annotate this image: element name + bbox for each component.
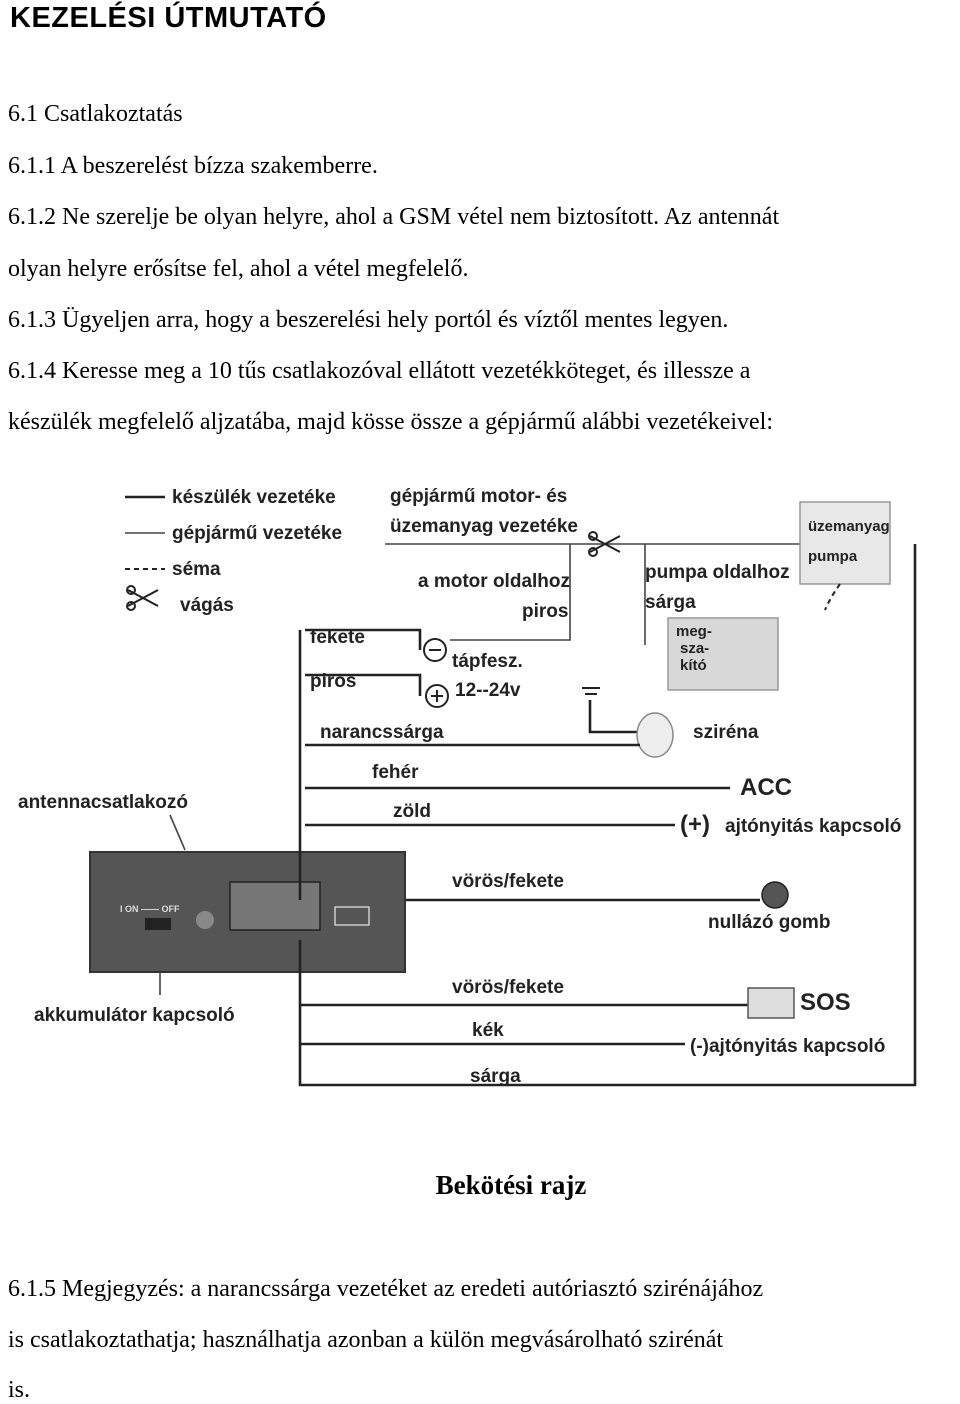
device-slot [334,906,370,926]
label-sos: SOS [800,989,851,1016]
label-red-black-1: vörös/fekete [452,871,564,892]
label-door-plus: ajtónyitás kapcsoló [725,816,901,837]
minus-icon [423,638,447,662]
device-connector [229,881,321,931]
label-plus: (+) [680,811,710,838]
diagram-caption: Bekötési rajz [435,1170,587,1200]
motor-red-wire [450,544,571,641]
red-wire [305,673,422,696]
paragraph-6-1-4-line1: 6.1.4 Keresse meg a 10 tűs csatlakozóval… [8,358,751,384]
label-supply-2: 12--24v [455,680,521,701]
paragraph-6-1-2-line2: olyan helyre erősítse fel, ahol a vétel … [8,256,469,282]
fuel-pump-dash [824,583,841,611]
scissors-icon [588,531,621,557]
siren-ground-wire [588,700,650,734]
label-pump-side: pumpa oldalhoz [645,562,790,583]
label-black: fekete [310,627,365,648]
note-line3: is. [8,1377,31,1403]
label-supply-1: tápfesz. [452,651,523,672]
paragraph-6-1-4-line2: készülék megfelelő aljzatába, majd kösse… [8,409,773,435]
label-acc: ACC [740,774,792,801]
paragraph-6-1-3: 6.1.3 Ügyeljen arra, hogy a beszerelési … [8,307,729,333]
legend-schema: séma [172,559,221,580]
battery-switch [145,918,171,930]
wiring-diagram: készülék vezetéke gépjármű vezetéke séma… [18,486,917,1087]
label-fuel-pump-1: üzemanyag [808,518,890,535]
page-title: KEZELÉSI ÚTMUTATÓ [10,2,327,34]
label-yellow: sárga [470,1066,521,1087]
fuel-pump-box [799,501,891,585]
reset-button-icon [761,881,789,909]
black-wire [305,628,422,650]
yellow-wire [465,544,917,1087]
plus-icon [425,684,449,708]
note-line2: is csatlakoztathatja; használhatja azonb… [8,1327,724,1353]
legend-device-wire: készülék vezetéke [172,487,336,508]
label-breaker-2: sza- [680,640,709,657]
label-fuel-pump-2: pumpa [808,548,858,565]
label-yellow-top: sárga [645,592,696,613]
label-red-black-2: vörös/fekete [452,977,564,998]
paragraph-6-1-2-line1: 6.1.2 Ne szerelje be olyan helyre, ahol … [8,204,780,230]
label-orange: narancssárga [320,722,444,743]
siren-icon [636,712,674,758]
label-blue: kék [472,1020,504,1041]
label-engine-fuel-2: üzemanyag vezetéke [390,516,578,537]
antenna-port-icon [196,911,214,929]
label-reset: nullázó gomb [708,912,830,933]
label-antenna: antennacsatlakozó [18,792,188,813]
label-on-off: I ON —— OFF [120,904,180,914]
sos-button-icon [747,987,795,1019]
device-wire-bus-lower [298,940,465,1087]
label-white: fehér [372,762,419,783]
note-line1: 6.1.5 Megjegyzés: a narancssárga vezeték… [8,1276,764,1302]
device-box [89,851,406,973]
legend-cut: vágás [180,595,234,616]
legend: készülék vezetéke gépjármű vezetéke séma… [125,487,342,616]
label-motor-side: a motor oldalhoz [418,571,570,592]
section-heading: 6.1 Csatlakoztatás [8,101,183,127]
label-siren: sziréna [693,722,759,743]
label-red-top: piros [522,601,568,622]
label-breaker-3: kító [680,657,707,674]
label-engine-fuel-1: gépjármű motor- és [390,486,567,507]
label-breaker-1: meg- [676,623,712,640]
breaker-relay [667,617,779,691]
legend-vehicle-wire: gépjármű vezetéke [172,523,342,544]
antenna-wire [169,814,186,851]
label-battery-switch: akkumulátor kapcsoló [34,1005,235,1026]
label-green: zöld [393,801,431,822]
scissors-icon [126,585,159,611]
paragraph-6-1-1: 6.1.1 A beszerelést bízza szakemberre. [8,153,378,179]
label-door-minus: (-)ajtónyitás kapcsoló [690,1036,885,1057]
